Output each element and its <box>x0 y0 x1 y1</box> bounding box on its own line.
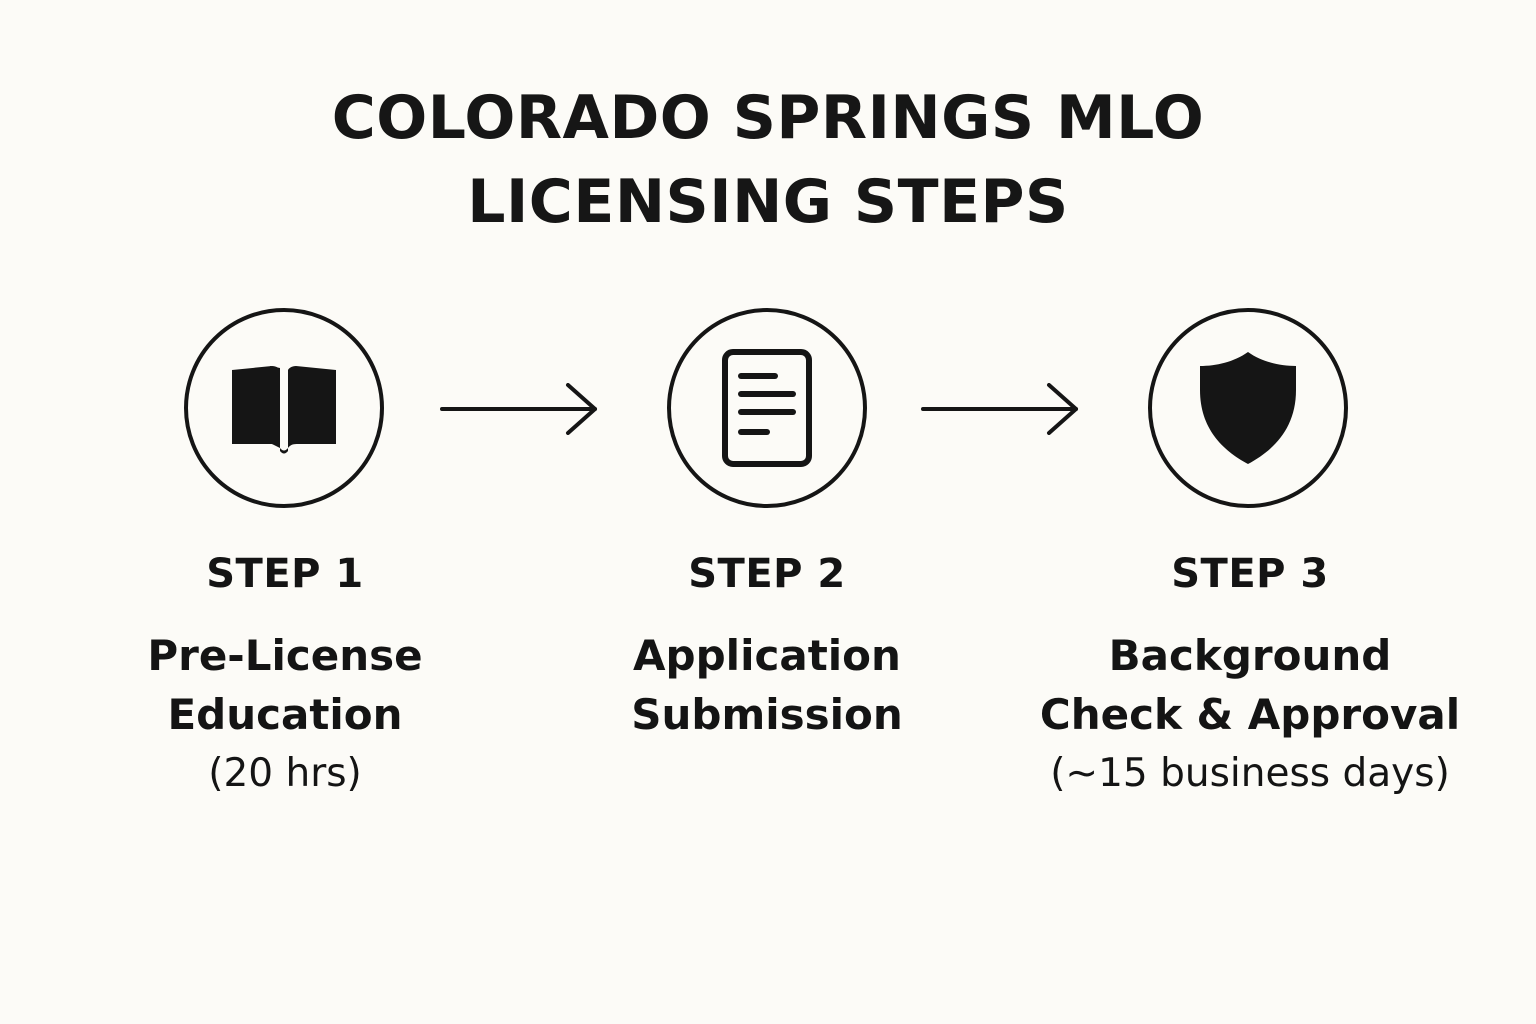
step-3-icon-circle <box>1148 308 1348 508</box>
step-2-name-line-2: Submission <box>631 690 903 739</box>
document-icon <box>722 349 812 467</box>
step-3-name-line-2: Check & Approval <box>1039 690 1461 739</box>
step-1-block: STEP 1 Pre-License Education (20 hrs) <box>55 548 515 803</box>
step-2-label: STEP 2 <box>688 551 846 597</box>
step-1-name-line-1: Pre-License <box>147 631 423 680</box>
step-3-detail: (~15 business days) <box>1050 751 1450 796</box>
title-line-2: LICENSING STEPS <box>467 167 1069 237</box>
step-2-block: STEP 2 Application Submission <box>537 548 997 744</box>
step-3-label: STEP 3 <box>1171 551 1329 597</box>
step-1-label: STEP 1 <box>206 551 364 597</box>
arrow-right-icon <box>921 383 1078 435</box>
open-book-icon <box>232 366 336 454</box>
title-line-1: COLORADO SPRINGS MLO <box>331 83 1205 153</box>
step-1-icon-circle <box>184 308 384 508</box>
step-2-icon-circle <box>667 308 867 508</box>
step-3-block: STEP 3 Background Check & Approval (~15 … <box>1020 548 1480 803</box>
shield-icon <box>1200 352 1296 464</box>
arrow-right-icon <box>440 383 597 435</box>
diagram-title: COLORADO SPRINGS MLO LICENSING STEPS <box>0 76 1536 244</box>
step-1-detail: (20 hrs) <box>208 751 362 796</box>
step-1-name-line-2: Education <box>167 690 403 739</box>
step-3-name-line-1: Background <box>1108 631 1392 680</box>
step-2-name-line-1: Application <box>633 631 901 680</box>
